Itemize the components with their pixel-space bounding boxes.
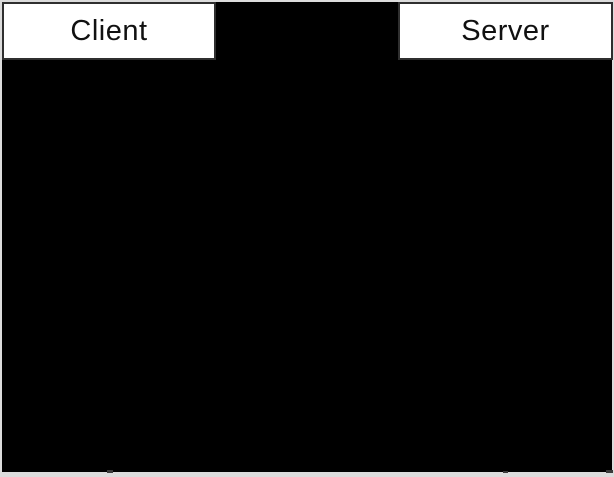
cutoff-artifact-notch <box>606 470 613 473</box>
participant-label-client: Client <box>70 14 148 47</box>
participant-box-server: Server <box>398 2 613 60</box>
frame-border-bottom <box>0 472 614 477</box>
frame-border-top <box>0 0 614 2</box>
cutoff-artifact-notch <box>107 470 113 473</box>
frame-border-right <box>612 0 614 477</box>
frame-border-left <box>0 0 2 477</box>
participant-box-client: Client <box>2 2 216 60</box>
cutoff-artifact-notch <box>503 471 508 473</box>
participant-label-server: Server <box>461 14 550 47</box>
